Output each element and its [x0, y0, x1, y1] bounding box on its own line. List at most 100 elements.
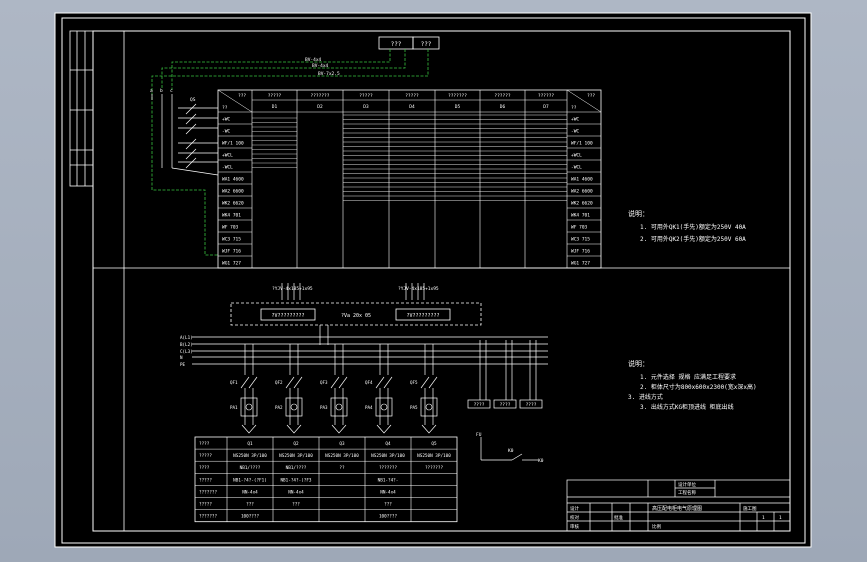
top-table-code: D2 [317, 104, 323, 110]
busbars: A(L1)B(L2)C(L3)NPE [180, 335, 548, 367]
bottom-table-cell: NB1/???? [240, 465, 261, 471]
switch-legend [480, 437, 538, 461]
bottom-table-cell: ??? [384, 502, 392, 508]
title-block-scale: 比例 [652, 523, 661, 530]
top-table-row-label-right: WA2 6600 [571, 189, 593, 195]
drawing-border [61, 17, 806, 544]
meter-box [375, 397, 393, 417]
busbar-label: B(L2) [180, 342, 193, 347]
meter-icon [290, 403, 298, 411]
switch-group [151, 94, 219, 176]
top-table-row-label: WF 703 [222, 225, 239, 231]
top-table-corner-label-3: ??? [587, 93, 595, 99]
title-block-sheet: 1 [762, 515, 765, 521]
notes-top-line-2: 2. 可用外QK2(手先)额定为250V 60A [640, 235, 746, 243]
meter-label: PA1 [230, 405, 238, 410]
top-table-header: ??????? [311, 93, 330, 99]
incoming-unit-right-label: ?V????????? [406, 313, 439, 319]
incoming-unit-right [395, 308, 451, 321]
meter-label: PA2 [275, 405, 283, 410]
bottom-table-cell: NN-4x4 [380, 489, 396, 495]
meter-icon [425, 403, 433, 411]
legend-mid: K0 [508, 448, 514, 454]
breaker-label: QF5 [410, 380, 418, 385]
title-block-approver: 批准 [614, 514, 623, 521]
breaker-contact [285, 376, 295, 389]
breaker-contact [428, 376, 438, 389]
top-table-row-label: WK2 6620 [222, 201, 244, 207]
meter-box [240, 397, 258, 417]
top-table-header: ??????? [448, 93, 467, 99]
bottom-table-cell: ?? [339, 465, 345, 471]
small-box-3: ???? [526, 402, 537, 408]
top-table-code: D3 [363, 104, 369, 110]
feeder-label-right: ?YJV-4x185+1x95 [398, 286, 439, 292]
incoming-drops [319, 325, 329, 345]
top-table-row-label: -WCL [222, 165, 233, 171]
meter-icon [245, 403, 253, 411]
incoming-cabinet-box [230, 302, 482, 326]
top-table-code: D6 [500, 104, 506, 110]
meter-icon [380, 403, 388, 411]
top-table-row-label: WK4 701 [222, 213, 241, 219]
incoming-unit-left [260, 308, 316, 321]
top-table-header: ????? [268, 93, 282, 99]
title-block-r2: 工程名称 [678, 489, 696, 496]
busbar-label: PE [180, 362, 186, 367]
source-label-c: c [170, 89, 173, 94]
breaker-contact [248, 376, 258, 389]
bottom-table-cell: Q2 [293, 441, 299, 447]
breaker-contact [420, 376, 430, 389]
top-table-row-label: WA2 6600 [222, 189, 244, 195]
meter-icon [335, 403, 343, 411]
top-table-row-label: WC3 715 [222, 237, 241, 243]
top-table-row-label-right: WJF 716 [571, 249, 590, 255]
bottom-table-cell: Q4 [385, 441, 391, 447]
top-table-frame [217, 89, 602, 269]
bottom-table-row-label: ???? [199, 441, 210, 447]
top-table-row-label: +WCL [222, 153, 233, 159]
incoming-unit-left-label: ?V????????? [271, 313, 304, 319]
top-table-row-label: WJF 716 [222, 249, 241, 255]
top-table-corner-label-2: ?? [222, 105, 228, 111]
breaker-contact [383, 376, 393, 389]
notes-bottom-line-3: 3. 进线方式 [628, 393, 663, 401]
wire-label-3: BV-7x2.5 [318, 71, 340, 77]
title-block-title: 高压配电柜电气原理图 [652, 505, 702, 512]
control-wiring [151, 49, 429, 256]
bottom-table-cell: NS250N 3P/100 [233, 453, 267, 459]
top-table-code: D7 [543, 104, 549, 110]
outgoing-arrow [241, 424, 257, 434]
top-table-row-label-right: WK2 6620 [571, 201, 593, 207]
left-binding-strip [69, 30, 94, 187]
breaker-contact [330, 376, 340, 389]
top-table-row-label-right: -WC [571, 129, 579, 135]
notes-bottom-title: 说明： [628, 359, 649, 368]
feeder-label-left: ?YJV-4x185+1x95 [272, 286, 313, 292]
top-box-right: ??? [421, 41, 432, 48]
title-block-stage: 施工图 [743, 505, 757, 512]
wire-label-2: BV-4x4 [312, 63, 329, 69]
title-block [566, 479, 791, 532]
bottom-table-cell: NN-4x4 [242, 489, 258, 495]
top-table-row-label-right: WA1 4600 [571, 177, 593, 183]
bottom-table-cell: Q3 [339, 441, 345, 447]
bottom-table-cell: NS250N 3P/100 [371, 453, 405, 459]
switch-label: QS [190, 97, 196, 103]
top-table-code: D5 [455, 104, 461, 110]
bottom-table-row-label: ????? [199, 502, 212, 508]
busbar-label: C(L3) [180, 349, 193, 354]
title-block-r1: 设计单位 [678, 481, 696, 488]
top-box-left: ??? [391, 41, 402, 48]
top-table-header: ?????? [494, 93, 511, 99]
notes-bottom-line-1: 1. 元件选择 规格 应满足工程要求 [640, 373, 736, 381]
meter-box [285, 397, 303, 417]
breaker-contact [293, 376, 303, 389]
top-table-row-label-right: WK4 701 [571, 213, 590, 219]
top-table-row-label-right: +WCL [571, 153, 582, 159]
